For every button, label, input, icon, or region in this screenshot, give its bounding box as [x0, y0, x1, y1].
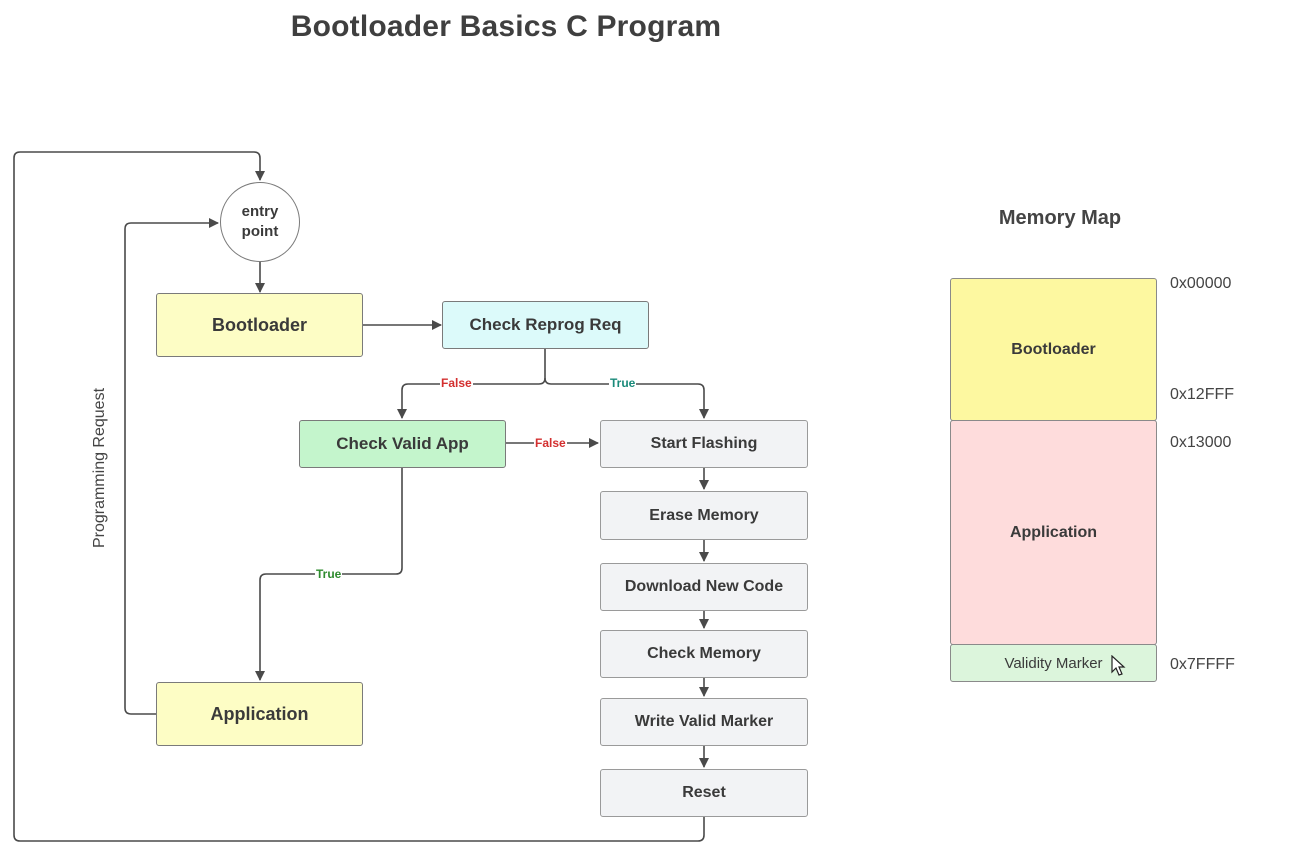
check-memory-node[interactable]: Check Memory	[600, 630, 808, 678]
bootloader-node[interactable]: Bootloader	[156, 293, 363, 357]
address-start: 0x00000	[1170, 275, 1232, 292]
download-code-node[interactable]: Download New Code	[600, 563, 808, 611]
check-valid-app-node[interactable]: Check Valid App	[299, 420, 506, 468]
edge-reprog-false	[397, 349, 546, 419]
programming-request-label: Programming Request	[91, 387, 108, 549]
erase-memory-node[interactable]: Erase Memory	[600, 491, 808, 540]
valid-true-label: True	[315, 567, 343, 581]
edge-reset-loop	[13, 151, 705, 842]
reprog-true-label: True	[609, 376, 637, 390]
address-bootloader-end: 0x12FFF	[1170, 386, 1235, 403]
start-flashing-node[interactable]: Start Flashing	[600, 420, 808, 468]
entry-point-node[interactable]: entry point	[220, 182, 300, 262]
reprog-false-label: False	[440, 376, 473, 390]
application-node[interactable]: Application	[156, 682, 363, 746]
write-marker-node[interactable]: Write Valid Marker	[600, 698, 808, 746]
address-application-start: 0x13000	[1170, 434, 1232, 451]
address-end: 0x7FFFF	[1170, 656, 1235, 673]
mouse-pointer-icon	[1111, 655, 1126, 676]
reset-node[interactable]: Reset	[600, 769, 808, 817]
edge-reprog-true	[544, 377, 709, 419]
memory-segment-validity-marker[interactable]: Validity Marker	[950, 644, 1157, 682]
memory-map-title: Memory Map	[998, 207, 1122, 229]
valid-false-label: False	[534, 436, 567, 450]
check-reprog-node[interactable]: Check Reprog Req	[442, 301, 649, 349]
memory-segment-application[interactable]: Application	[950, 420, 1157, 645]
page-title: Bootloader Basics C Program	[290, 10, 722, 43]
edge-app-request	[124, 218, 219, 715]
memory-segment-bootloader[interactable]: Bootloader	[950, 278, 1157, 421]
